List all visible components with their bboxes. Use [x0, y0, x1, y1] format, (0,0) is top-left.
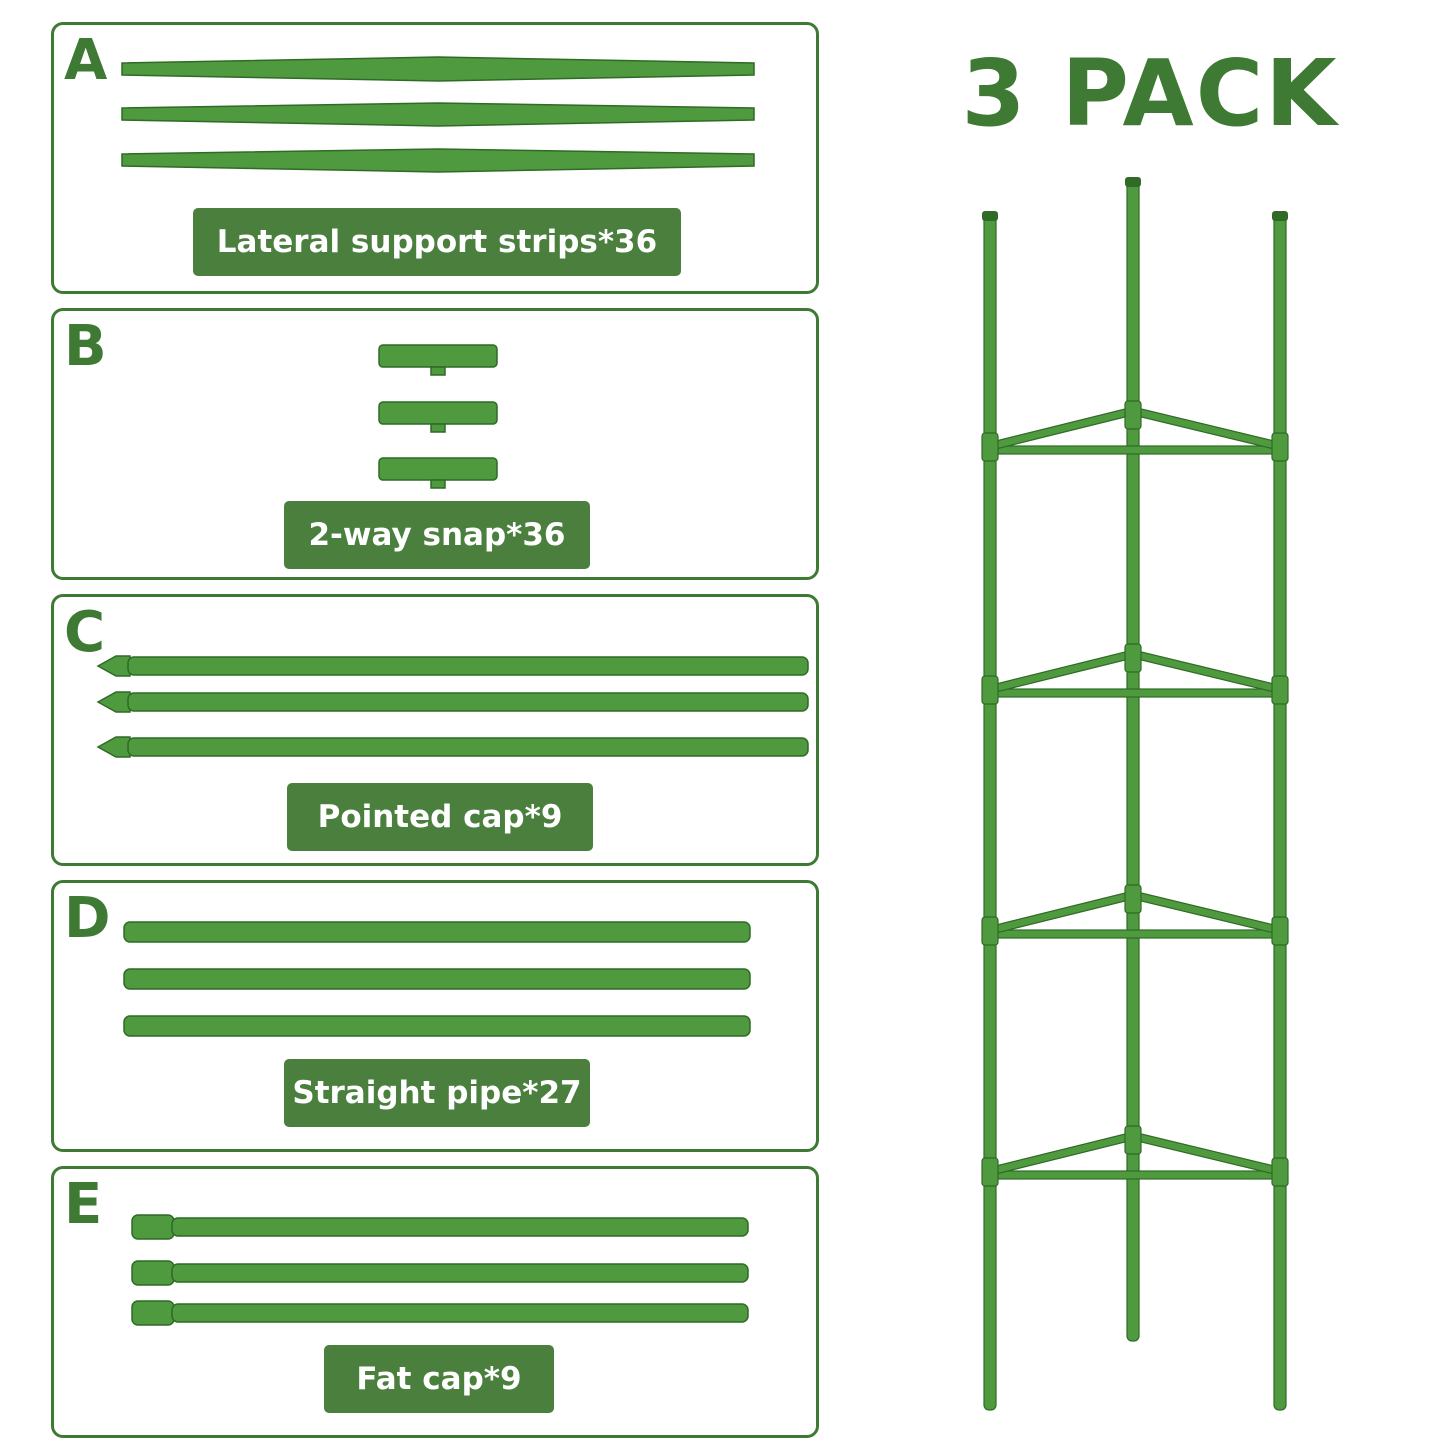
label-straight-pipe: Straight pipe*27: [284, 1059, 590, 1127]
lateral-strips-image: [121, 56, 755, 173]
panel-letter: E: [64, 1172, 103, 1237]
pack-title: 3 PACK: [961, 40, 1339, 147]
label-lateral-strips: Lateral support strips*36: [193, 208, 681, 276]
label-snap: 2-way snap*36: [284, 501, 590, 569]
pointed-cap-image: [96, 655, 809, 758]
label-fat-cap: Fat cap*9: [324, 1345, 554, 1413]
panel-letter: C: [64, 600, 106, 665]
label-pointed-cap: Pointed cap*9: [287, 783, 593, 851]
panel-letter: D: [64, 886, 111, 951]
panel-b: B 2-way snap*36: [51, 308, 819, 580]
assembled-trellis-image: [981, 177, 1289, 1411]
fat-cap-image: [131, 1214, 749, 1326]
panel-letter: A: [64, 28, 108, 93]
panel-e: E Fat cap*9: [51, 1166, 819, 1438]
straight-pipe-image: [123, 921, 751, 1037]
panel-c: C Pointed cap*9: [51, 594, 819, 866]
panel-letter: B: [64, 314, 107, 379]
panel-a: A Lateral support strips*36: [51, 22, 819, 294]
snap-image: [378, 344, 498, 489]
panel-d: D Straight pipe*27: [51, 880, 819, 1152]
